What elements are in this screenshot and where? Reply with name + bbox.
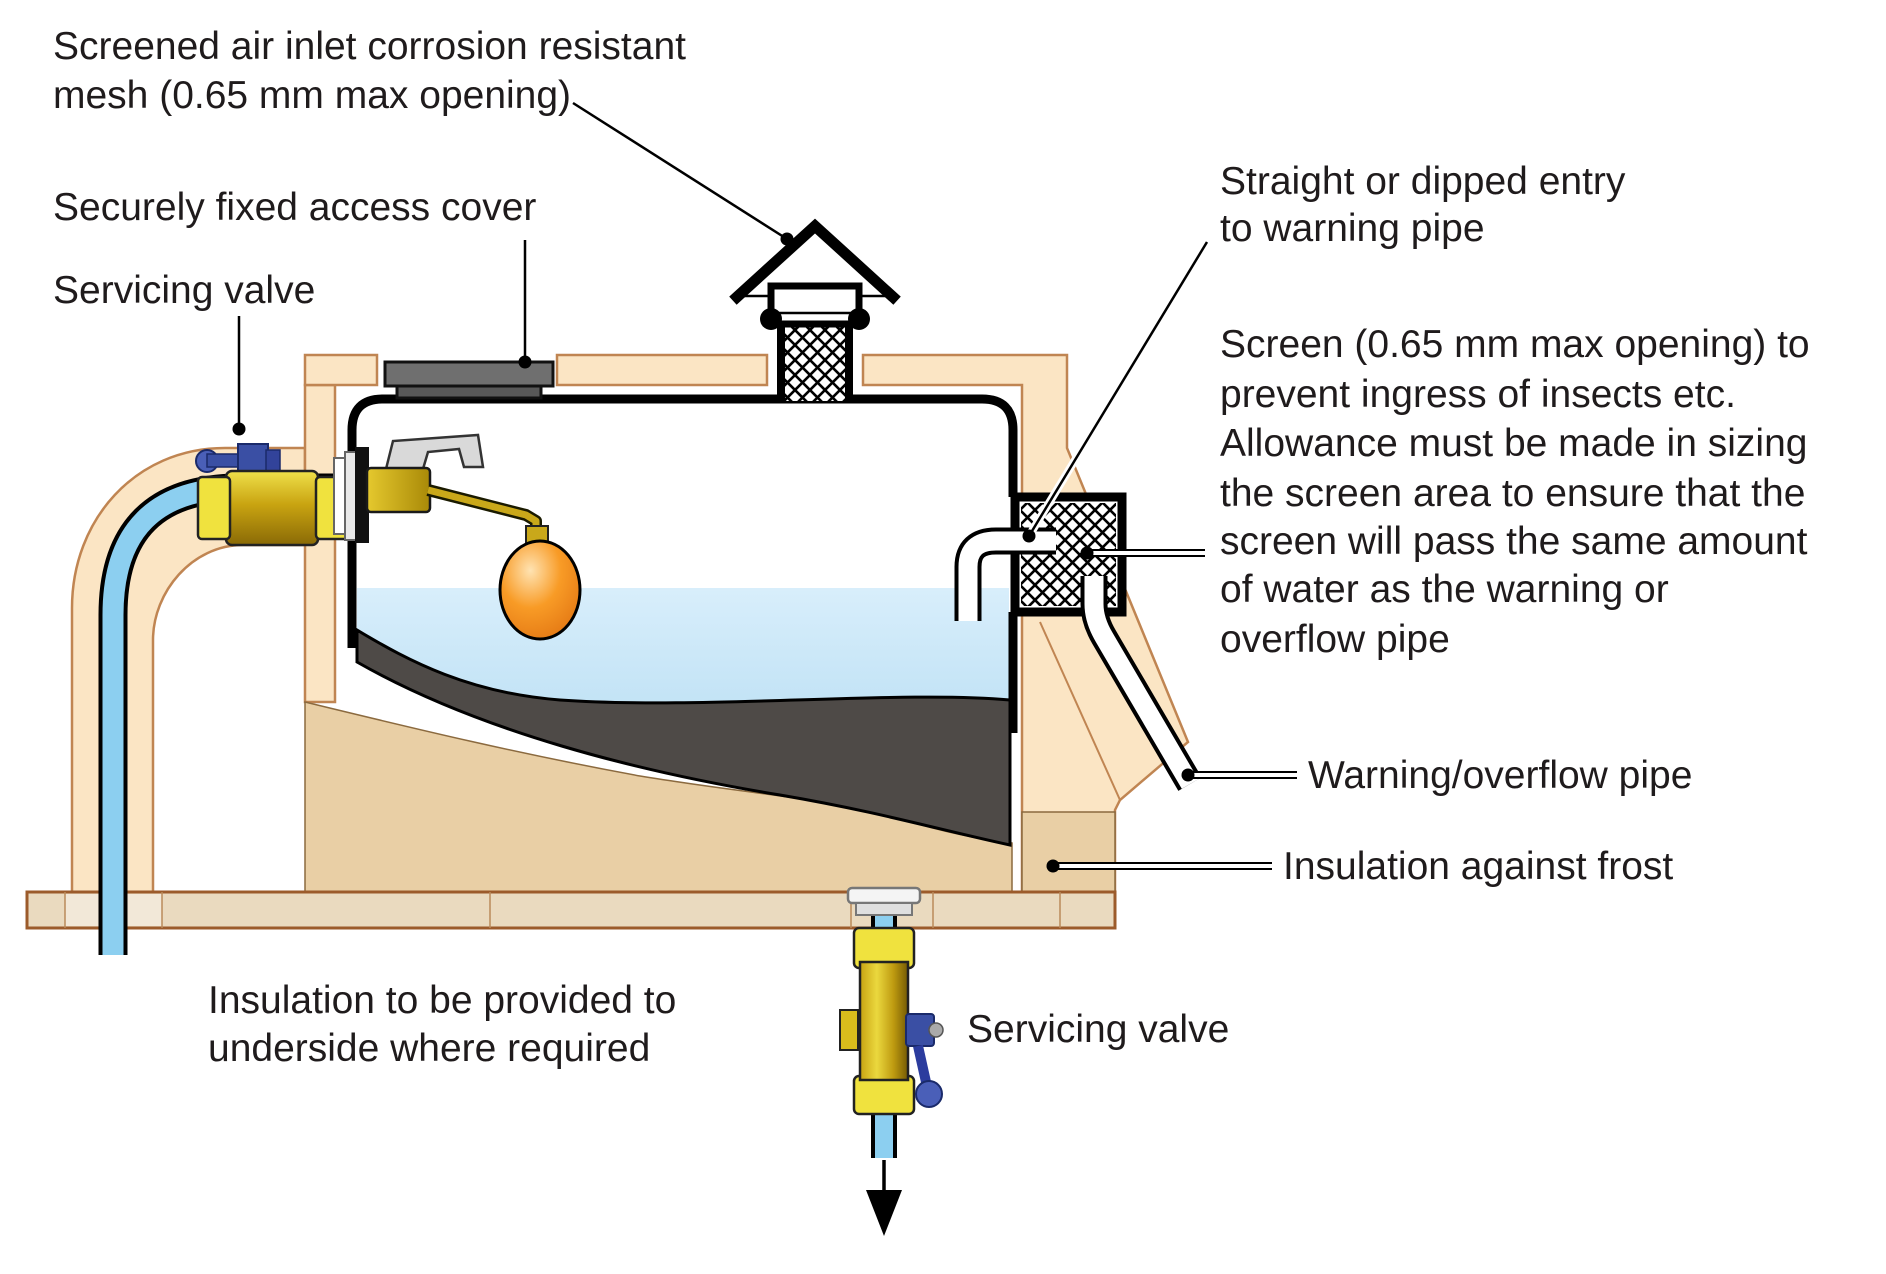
label-servicing-valve-top: Servicing valve bbox=[53, 269, 315, 312]
label-screen-note-4: the screen area to ensure that the bbox=[1220, 472, 1805, 515]
tank-shell bbox=[347, 394, 1018, 733]
outlet-valve-handle-knob bbox=[915, 1080, 943, 1108]
outlet-valve-body bbox=[858, 960, 910, 1082]
entry-pipe bbox=[954, 527, 1056, 621]
label-screen-note-6: of water as the warning or bbox=[1220, 568, 1669, 611]
outlet-assembly bbox=[839, 886, 944, 1236]
base-board bbox=[25, 890, 1117, 930]
right-insulation bbox=[861, 353, 1190, 894]
label-screen-note-2: prevent ingress of insects etc. bbox=[1220, 373, 1736, 416]
label-entry-line1: Straight or dipped entry bbox=[1220, 160, 1626, 203]
leader-lines bbox=[232, 99, 1297, 873]
label-underside-line2: underside where required bbox=[208, 1027, 650, 1070]
access-cover bbox=[383, 360, 555, 400]
label-air-inlet-line2: mesh (0.65 mm max opening) bbox=[53, 74, 571, 117]
label-access-cover: Securely fixed access cover bbox=[53, 186, 536, 229]
labels: Screened air inlet corrosion resistant m… bbox=[53, 25, 1810, 1070]
label-frost: Insulation against frost bbox=[1283, 845, 1673, 888]
air-vent bbox=[729, 218, 901, 401]
label-screen-note-5: screen will pass the same amount bbox=[1220, 520, 1808, 563]
label-entry-line2: to warning pipe bbox=[1220, 207, 1485, 250]
tank-outlet-flange bbox=[846, 886, 922, 905]
servicing-valve-left bbox=[195, 443, 350, 547]
vent-mesh bbox=[783, 323, 847, 401]
label-servicing-valve-bottom: Servicing valve bbox=[967, 1008, 1229, 1051]
flow-direction-arrow bbox=[866, 1190, 902, 1236]
label-warning-pipe: Warning/overflow pipe bbox=[1308, 754, 1692, 797]
valve-outlet-spout bbox=[384, 433, 485, 471]
label-air-inlet-line1: Screened air inlet corrosion resistant bbox=[53, 25, 686, 68]
label-screen-note-3: Allowance must be made in sizing bbox=[1220, 422, 1807, 465]
tank-wall-left-top bbox=[347, 394, 1018, 648]
label-underside-line1: Insulation to be provided to bbox=[208, 979, 676, 1022]
frost-insulation bbox=[304, 701, 1116, 893]
overflow-pipe bbox=[1080, 576, 1202, 791]
frost-insulation-right-footing bbox=[1021, 811, 1116, 893]
float-valve bbox=[333, 433, 582, 641]
top-insulation-left bbox=[303, 353, 379, 387]
tank-bottom-layer bbox=[355, 627, 1012, 847]
label-screen-note-1: Screen (0.65 mm max opening) to bbox=[1220, 323, 1810, 366]
valve-body bbox=[224, 469, 320, 547]
vent-collar bbox=[767, 282, 863, 328]
float-ball bbox=[498, 539, 582, 641]
float-valve-body bbox=[365, 466, 432, 514]
vent-hat bbox=[729, 218, 901, 305]
label-screen-note-7: overflow pipe bbox=[1220, 618, 1450, 661]
tank-connector bbox=[355, 447, 369, 543]
top-insulation-middle bbox=[555, 353, 769, 387]
